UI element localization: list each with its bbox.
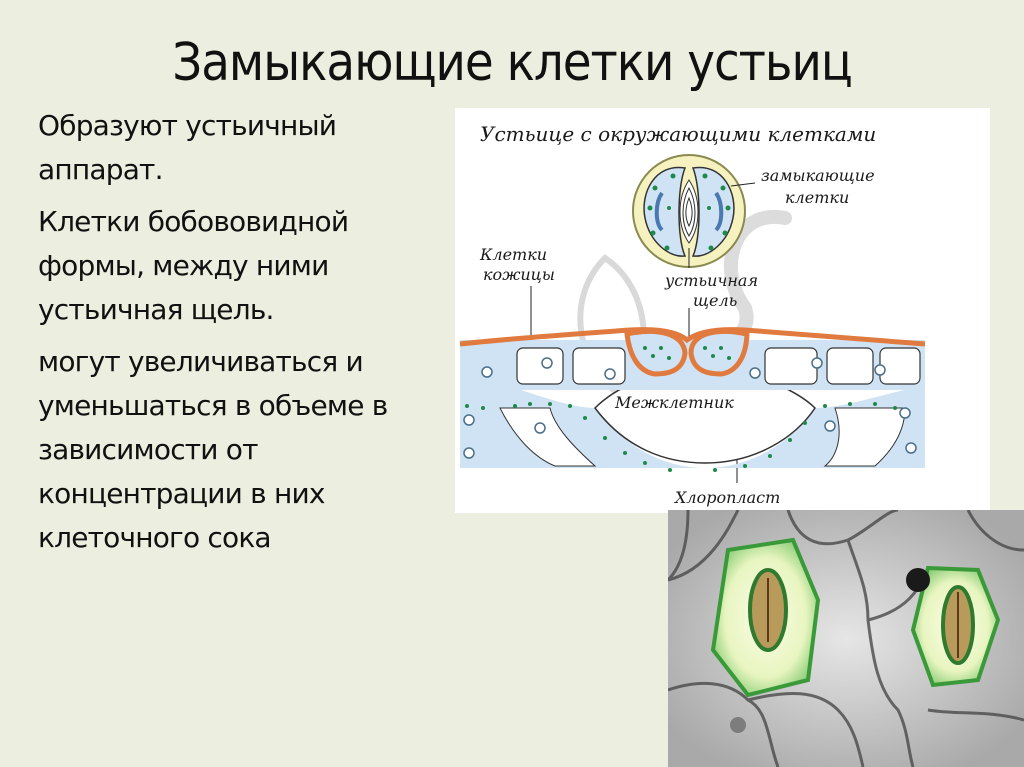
guard-cell-right-icon <box>906 565 1001 688</box>
paragraph-volume-change: могут увеличиваться и уменьшаться в объе… <box>38 345 388 554</box>
body-text: Образуют устьичный аппарат. Клетки бобов… <box>38 104 448 568</box>
diagram-title: Устьице с окружающими клетками <box>480 122 876 146</box>
paragraph-stomatal-apparatus: Образуют устьичный аппарат. <box>38 109 337 186</box>
slide-title: Замыкающие клетки устьиц <box>172 33 852 93</box>
label-stomatal-slit-2: щель <box>693 291 737 310</box>
guard-cell-left-icon <box>710 537 821 698</box>
label-epidermis: Клетки <box>479 245 547 264</box>
label-intercellular-space: Межклетник <box>614 393 734 412</box>
label-guard-cells: замыкающие <box>761 166 875 185</box>
cross-section-icon <box>459 327 926 472</box>
paragraph-bean-shaped-cells: Клетки бобововидной формы, между ними ус… <box>38 205 349 326</box>
stoma-diagram: Устьице с окружающими клетками <box>455 108 990 513</box>
stomata-micrograph <box>668 510 1024 767</box>
label-guard-cells-2: клетки <box>785 188 849 207</box>
stoma-top-view-icon <box>632 154 746 268</box>
label-stomatal-slit: устьичная <box>664 271 758 290</box>
label-chloroplast: Хлоропласт <box>673 488 780 507</box>
label-epidermis-2: кожицы <box>483 265 555 284</box>
